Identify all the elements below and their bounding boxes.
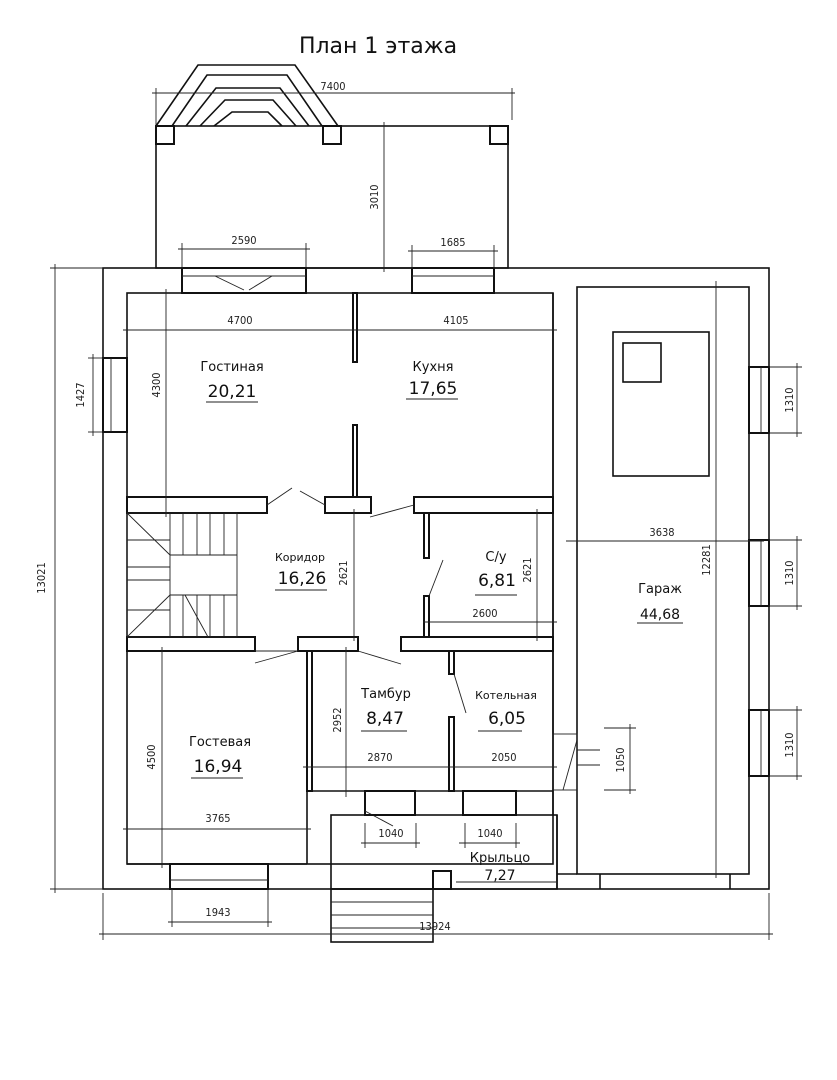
dim-13021: 13021 (35, 562, 48, 593)
dim-4105: 4105 (443, 314, 468, 327)
room-area-vestibule: 8,47 (366, 709, 404, 729)
plan-title: План 1 этажа (299, 34, 457, 59)
room-labels: Гостиная 20,21 Кухня 17,65 Коридор 16,26… (189, 360, 683, 884)
room-area-bathroom: 6,81 (478, 571, 516, 591)
dim-2621-bathroom: 2621 (521, 557, 534, 582)
dim-3638: 3638 (649, 526, 674, 539)
porch (330, 814, 558, 943)
dim-1685: 1685 (440, 236, 465, 249)
dim-1943: 1943 (205, 906, 230, 919)
interior-walls (126, 292, 554, 865)
room-name-vestibule: Тамбур (360, 687, 411, 702)
dim-3010: 3010 (368, 184, 381, 209)
dim-2600: 2600 (472, 607, 497, 620)
dim-1427: 1427 (74, 382, 87, 407)
terrace-steps (155, 64, 339, 127)
room-name-garage: Гараж (638, 582, 682, 597)
dim-2050: 2050 (491, 751, 516, 764)
dim-4700: 4700 (227, 314, 252, 327)
dim-1310-1: 1310 (783, 387, 796, 412)
room-name-guest: Гостевая (189, 735, 251, 750)
dim-7400: 7400 (320, 80, 345, 93)
dim-2952: 2952 (331, 707, 344, 732)
room-area-kitchen: 17,65 (409, 379, 458, 399)
room-area-garage: 44,68 (640, 607, 680, 623)
dim-1040-2: 1040 (477, 827, 502, 840)
room-name-bathroom: С/у (485, 550, 506, 565)
room-area-living: 20,21 (208, 382, 257, 402)
car-outline (612, 331, 710, 477)
dimension-lines (50, 88, 802, 940)
dim-3765: 3765 (205, 812, 230, 825)
room-name-living: Гостиная (200, 360, 263, 375)
room-area-corridor: 16,26 (278, 569, 327, 589)
staircase (126, 512, 238, 638)
dimension-labels: 7400 3010 2590 1685 13021 1427 4300 4700… (35, 80, 796, 933)
dim-13924: 13924 (419, 920, 450, 933)
room-name-boiler: Котельная (475, 689, 537, 702)
dim-4500: 4500 (145, 744, 158, 769)
room-name-porch: Крыльцо (470, 851, 531, 866)
room-area-porch: 7,27 (484, 868, 515, 884)
dim-1050: 1050 (614, 747, 627, 772)
dim-12281: 12281 (700, 544, 713, 575)
dim-2870: 2870 (367, 751, 392, 764)
dim-1310-3: 1310 (783, 732, 796, 757)
dim-4300: 4300 (150, 372, 163, 397)
room-name-corridor: Коридор (275, 551, 325, 564)
room-area-guest: 16,94 (194, 757, 243, 777)
windows (102, 267, 770, 890)
dim-2621-corridor: 2621 (337, 560, 350, 585)
door-swings (254, 487, 467, 827)
dim-2590: 2590 (231, 234, 256, 247)
room-area-boiler: 6,05 (488, 709, 526, 729)
dim-1310-2: 1310 (783, 560, 796, 585)
garage-stairs (552, 733, 600, 791)
dim-1040-1: 1040 (378, 827, 403, 840)
room-name-kitchen: Кухня (413, 360, 454, 375)
